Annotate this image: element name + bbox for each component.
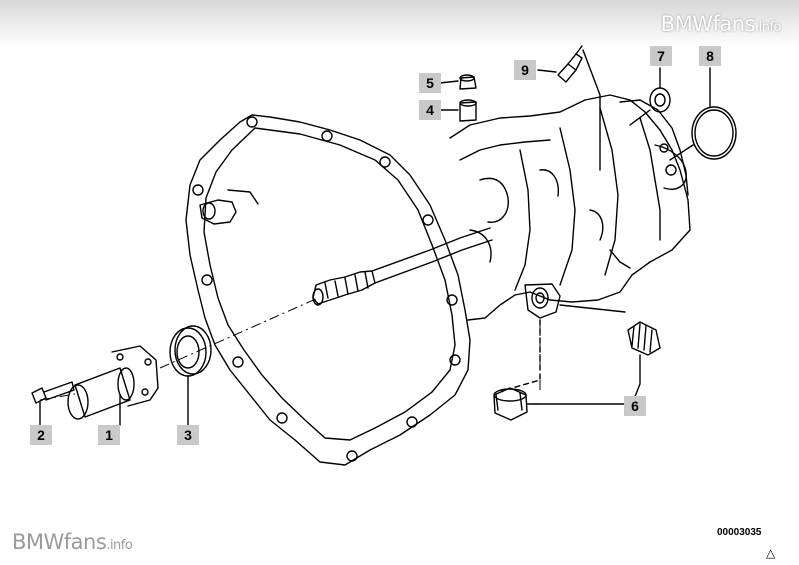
part-6-plug-lower (493, 387, 528, 421)
header-gradient-band (0, 0, 799, 48)
input-shaft (312, 227, 493, 306)
callout-3: 3 (177, 425, 199, 445)
brand-watermark-bottom: BMWfans.info (12, 530, 133, 554)
part-7-seal-ring (629, 67, 671, 126)
transmission-main-case (449, 94, 691, 321)
brand-watermark-top: BMWfans.info (660, 12, 782, 36)
callout-9: 9 (514, 60, 536, 80)
centerline-axis (159, 297, 319, 369)
part-6-plug-upper (559, 304, 661, 356)
part-9-sensor (557, 45, 601, 171)
flange-bolt-bosses (192, 116, 461, 462)
brand-name: BMWfans (660, 12, 756, 36)
part-8-o-ring (669, 67, 737, 161)
bell-housing-flange (185, 114, 471, 466)
brand-suffix-bottom: .info (106, 538, 133, 553)
callout-7: 7 (650, 46, 672, 66)
callout-1: 1 (98, 425, 120, 445)
part-1-guide-tube (67, 345, 159, 426)
brand-name-bottom: BMWfans (12, 530, 107, 554)
callout-6: 6 (624, 396, 646, 416)
callout-5: 5 (419, 73, 441, 93)
callout-2: 2 (30, 425, 52, 445)
part-3-shaft-seal (169, 325, 212, 426)
callout-4: 4 (419, 100, 441, 120)
bell-housing-inner-edge (203, 127, 456, 441)
document-number: 00003035 (717, 527, 762, 538)
part-2-bolt (31, 381, 75, 426)
brand-suffix: .info (754, 20, 782, 35)
callout-8: 8 (699, 46, 721, 66)
part-4-5-plugs (459, 74, 477, 122)
housing-left-boss (199, 199, 237, 225)
revision-triangle-icon: △ (766, 546, 776, 560)
rear-flange (619, 99, 689, 196)
